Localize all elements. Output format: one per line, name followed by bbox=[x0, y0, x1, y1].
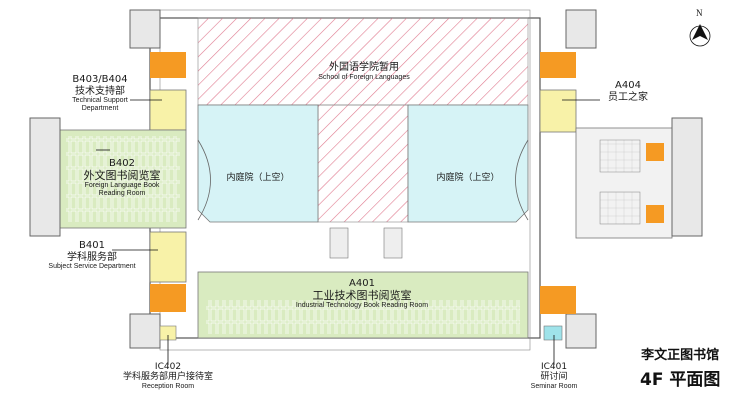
zone-label-ic401-cn: 研讨间 bbox=[540, 372, 568, 383]
zone-label-ic401-code: IC401 bbox=[540, 362, 568, 372]
zone-label-b403-b404-en1: Technical Support bbox=[72, 97, 128, 104]
zone-label-a401-cn: 工业技术图书阅览室 bbox=[312, 288, 412, 302]
sheet-title: 李文正图书馆 4F 平面图 bbox=[640, 344, 720, 390]
zone-label-b402-en1: Foreign Language Book bbox=[84, 182, 160, 190]
zone-label-ic401-en: Seminar Room bbox=[530, 382, 578, 390]
zone-label-b403-b404-cn: 技术支持部 bbox=[75, 85, 125, 97]
restroom-icon bbox=[540, 286, 576, 314]
zone-b402 bbox=[59, 129, 187, 229]
zone-label-ic402-en: Reception Room bbox=[141, 382, 195, 390]
stair-icon bbox=[329, 227, 349, 259]
zone-school-foreign-languages bbox=[197, 17, 529, 223]
zone-b401 bbox=[149, 231, 187, 283]
zone-courtyards bbox=[197, 104, 529, 223]
central-core bbox=[329, 227, 403, 259]
zone-label-b401-cn: 学科服务部 bbox=[67, 251, 117, 263]
zone-label-school-foreign-languages-en: School of Foreign Languages bbox=[318, 73, 410, 81]
restroom-icon bbox=[646, 143, 664, 161]
zone-label-b402-code: B402 bbox=[109, 158, 135, 169]
zone-label-b401-en: Subject Service Department bbox=[48, 263, 136, 270]
zone-label-courtyard-right: 内庭院（上空） bbox=[436, 173, 500, 183]
zone-label-a401-en: Industrial Technology Book Reading Room bbox=[295, 302, 429, 310]
north-label: N bbox=[696, 8, 703, 18]
zone-label-school-foreign-languages-cn: 外国语学院暂用 bbox=[329, 62, 399, 73]
leader-lines bbox=[96, 99, 600, 365]
zone-label-ic402-code: IC402 bbox=[154, 362, 182, 372]
restroom-icon bbox=[646, 205, 664, 223]
zone-label-a404-code: A404 bbox=[615, 80, 641, 91]
north-arrow-icon bbox=[689, 24, 711, 47]
tower-blocks bbox=[29, 9, 703, 349]
restroom-icon bbox=[150, 52, 186, 78]
elevator-icon bbox=[383, 227, 403, 259]
zone-label-a401-code: A401 bbox=[349, 278, 375, 289]
zone-label-b402-cn: 外文图书阅览室 bbox=[83, 168, 161, 182]
zone-a401 bbox=[197, 271, 529, 339]
sheet-title-floor: 4F 平面图 bbox=[640, 370, 721, 390]
north-arrow: N bbox=[680, 8, 720, 48]
sheet-title-building: 李文正图书馆 bbox=[641, 348, 720, 363]
restroom-icon bbox=[150, 284, 186, 312]
zone-label-b401-code: B401 bbox=[79, 240, 105, 251]
restroom-icon bbox=[540, 52, 576, 78]
zone-label-b403-b404-code: B403/B404 bbox=[72, 74, 128, 85]
zone-label-ic402-cn: 学科服务部用户接待室 bbox=[122, 372, 214, 383]
zone-label-courtyard-left: 内庭院（上空） bbox=[226, 173, 290, 183]
restrooms bbox=[150, 52, 664, 314]
zone-label-b402-en2: Reading Room bbox=[98, 190, 146, 198]
zone-label-b403-b404-en2: Department bbox=[81, 105, 119, 113]
small-rooms bbox=[159, 325, 563, 341]
zone-b403-b404 bbox=[149, 89, 187, 131]
zone-label-a404-cn: 员工之家 bbox=[608, 91, 648, 103]
zone-a404 bbox=[539, 89, 577, 133]
